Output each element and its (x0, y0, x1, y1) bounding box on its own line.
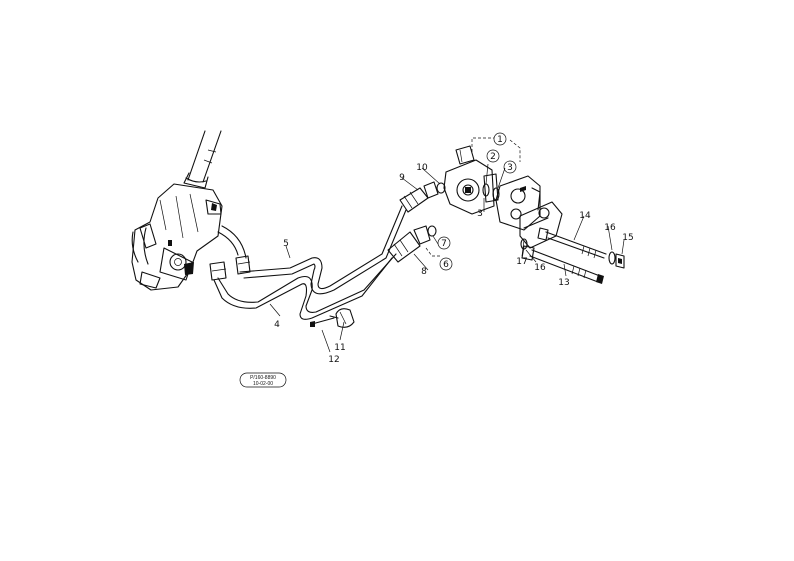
svg-text:4: 4 (274, 320, 280, 330)
svg-text:3: 3 (477, 209, 483, 219)
svg-text:8: 8 (421, 267, 427, 277)
callout-12: 12 (328, 355, 339, 365)
hydraulic-line-4 (213, 253, 397, 320)
svg-text:16: 16 (534, 263, 546, 273)
o-ring-2 (482, 183, 490, 197)
svg-text:9: 9 (399, 173, 405, 183)
callout-14: 14 (579, 211, 591, 221)
bolt-13 (521, 245, 604, 284)
steering-gear-unit (131, 183, 251, 291)
callout-17: 17 (516, 257, 527, 267)
svg-text:7: 7 (441, 239, 447, 249)
callout-4: 4 (274, 320, 280, 330)
group-bracket (471, 137, 521, 162)
callout-3-secondary: 3 (477, 209, 483, 219)
washer-16-lower (520, 238, 528, 250)
seal-ring-7 (427, 225, 437, 237)
svg-text:11: 11 (334, 343, 345, 353)
svg-text:17: 17 (516, 257, 527, 267)
callout-13: 13 (558, 278, 569, 288)
svg-text:1: 1 (497, 135, 503, 145)
svg-text:5: 5 (283, 239, 289, 249)
fitting-8 (387, 225, 431, 263)
callout-1: 1 (493, 132, 507, 146)
callout-5: 5 (283, 239, 289, 249)
svg-text:P/160-8890: P/160-8890 (250, 375, 276, 381)
callout-16-left: 16 (534, 263, 546, 273)
svg-text:10-02-00: 10-02-00 (253, 381, 273, 387)
callout-10: 10 (416, 163, 428, 173)
steering-column (183, 130, 222, 189)
svg-text:15: 15 (622, 233, 633, 243)
leader-lines (269, 163, 625, 353)
svg-text:2: 2 (490, 152, 496, 162)
callout-6: 6 (439, 257, 453, 271)
valve-body (443, 145, 499, 215)
adapter-flange (495, 175, 541, 231)
svg-text:3: 3 (507, 163, 513, 173)
svg-text:14: 14 (579, 211, 591, 221)
callout-2: 2 (486, 149, 500, 163)
svg-text:12: 12 (328, 355, 339, 365)
reference-stamp: P/160-8890 10-02-00 (239, 372, 287, 388)
callout-3: 3 (503, 160, 517, 174)
svg-text:16: 16 (604, 223, 616, 233)
callout-7: 7 (437, 236, 451, 250)
callout-9: 9 (399, 173, 405, 183)
callout-16-right: 16 (604, 223, 616, 233)
bolt-14 (537, 227, 607, 259)
clamp-11 (329, 308, 355, 328)
seal-ring-10 (436, 182, 446, 194)
fitting-9 (399, 181, 439, 213)
bolt-12 (310, 317, 335, 327)
svg-text:13: 13 (558, 278, 569, 288)
hydraulic-line-5 (239, 205, 407, 295)
callout-15: 15 (622, 233, 633, 243)
svg-text:6: 6 (443, 260, 449, 270)
svg-text:10: 10 (416, 163, 428, 173)
callout-8: 8 (421, 267, 427, 277)
group-bracket-lower (425, 247, 440, 257)
callout-11: 11 (334, 343, 345, 353)
washer-16-upper (608, 251, 616, 265)
nut-15 (615, 253, 625, 269)
